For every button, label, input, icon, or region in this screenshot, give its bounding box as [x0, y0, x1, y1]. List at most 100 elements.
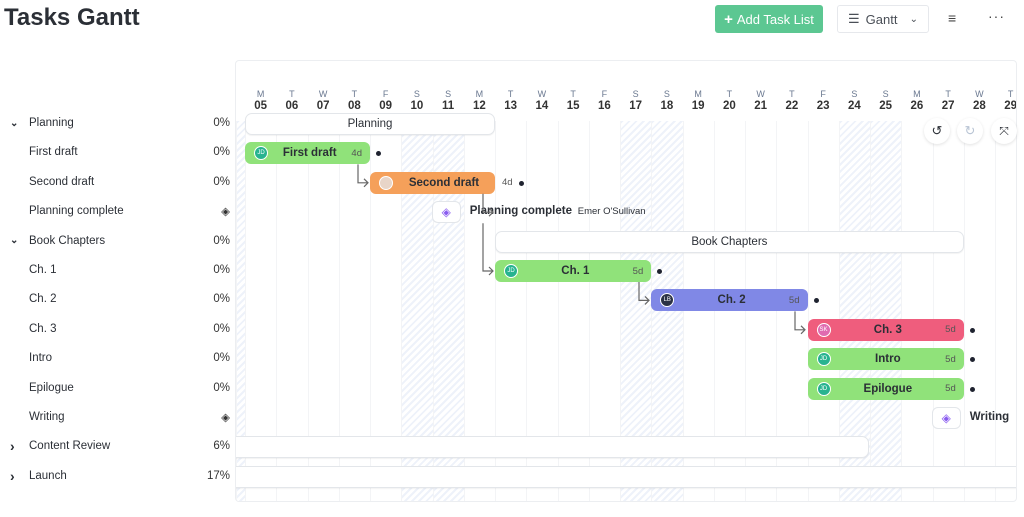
day-column [807, 121, 839, 501]
milestone-marker[interactable]: ◈ [431, 201, 461, 224]
task-bar-label: Intro [875, 353, 901, 366]
day-number: 26 [910, 100, 924, 112]
chevron-down-icon[interactable]: ⌄ [10, 235, 19, 247]
filter-icon[interactable]: ≡ [948, 10, 957, 26]
task-name: First draft [29, 146, 78, 159]
day-column [963, 121, 995, 501]
dependency-handle[interactable] [969, 357, 975, 363]
task-percent: 0% [213, 234, 230, 247]
page-title: Tasks Gantt [4, 4, 140, 31]
add-task-list-button[interactable]: +Add Task List [715, 5, 823, 33]
view-selector[interactable]: ☰Gantt⌄ [837, 5, 929, 33]
weekday-label: S [632, 89, 639, 99]
day-number: 29 [1004, 100, 1017, 112]
day-column [995, 121, 1016, 501]
summary-bar[interactable]: Book Chapters [495, 230, 964, 253]
task-name: Writing [29, 411, 65, 423]
day-column [307, 121, 339, 501]
task-name: Ch. 3 [29, 322, 57, 335]
day-number: 21 [754, 100, 768, 112]
weekday-label: F [820, 89, 826, 99]
redo-icon[interactable]: ↻ [957, 118, 983, 144]
milestone-icon: ◈ [221, 412, 230, 424]
dependency-handle[interactable] [376, 151, 381, 157]
day-number: 25 [879, 100, 893, 112]
chevron-down-icon[interactable]: ⌄ [10, 117, 19, 129]
weekday-label: T [945, 89, 951, 99]
day-column [338, 121, 370, 501]
day-column [526, 121, 557, 501]
day-column [463, 121, 495, 501]
weekday-label: T [726, 89, 733, 99]
summary-bar[interactable]: Planning [245, 113, 495, 135]
task-row[interactable]: Writing ◈ [10, 406, 240, 428]
group-bar[interactable] [236, 465, 1016, 488]
day-number: 07 [316, 100, 330, 112]
task-bar-label: Ch. 1 [561, 265, 590, 277]
day-number: 10 [410, 100, 424, 112]
task-row[interactable]: Planning complete◈ [10, 200, 240, 222]
task-duration: 5d [945, 353, 956, 365]
day-number: 12 [472, 100, 486, 112]
dependency-handle[interactable] [813, 298, 819, 304]
weekday-label: S [851, 89, 858, 99]
chevron-right-icon[interactable]: › [10, 438, 15, 455]
dependency-handle[interactable] [969, 386, 975, 392]
task-duration: 5d [945, 324, 956, 336]
weekday-label: T [507, 89, 514, 99]
day-number: 06 [285, 100, 299, 112]
group-bar[interactable] [236, 436, 869, 459]
day-number: 27 [941, 100, 955, 112]
weekday-label: S [882, 89, 889, 99]
chevron-right-icon[interactable]: › [10, 467, 15, 484]
undo-icon[interactable]: ↺ [924, 118, 950, 144]
task-name: Intro [29, 352, 53, 365]
day-number: 22 [785, 100, 799, 112]
milestone-label: Planning complete [469, 205, 572, 218]
weekday-label: F [601, 89, 608, 99]
day-number: 09 [379, 100, 393, 112]
day-column [932, 121, 964, 501]
day-number: 19 [691, 100, 705, 112]
day-number: 15 [566, 100, 580, 112]
weekday-label: F [382, 89, 389, 99]
avatar: SK [816, 322, 831, 337]
task-percent: 0% [213, 381, 230, 394]
weekday-label: S [413, 89, 420, 99]
dependency-handle[interactable] [657, 269, 663, 274]
task-bar[interactable]: Second draft [370, 171, 495, 194]
fullscreen-icon[interactable]: ⤧ [991, 118, 1017, 144]
task-bar-label: First draft [282, 147, 337, 160]
task-duration: 5d [945, 383, 956, 395]
more-icon[interactable]: ··· [988, 8, 1005, 24]
milestone-label: Writing [969, 411, 1010, 423]
dependency-handle[interactable] [969, 327, 975, 333]
dependency-handle[interactable] [519, 180, 524, 186]
weekend-column [236, 121, 245, 501]
milestone-marker[interactable]: ◈ [931, 407, 961, 429]
day-number: 16 [597, 100, 611, 112]
